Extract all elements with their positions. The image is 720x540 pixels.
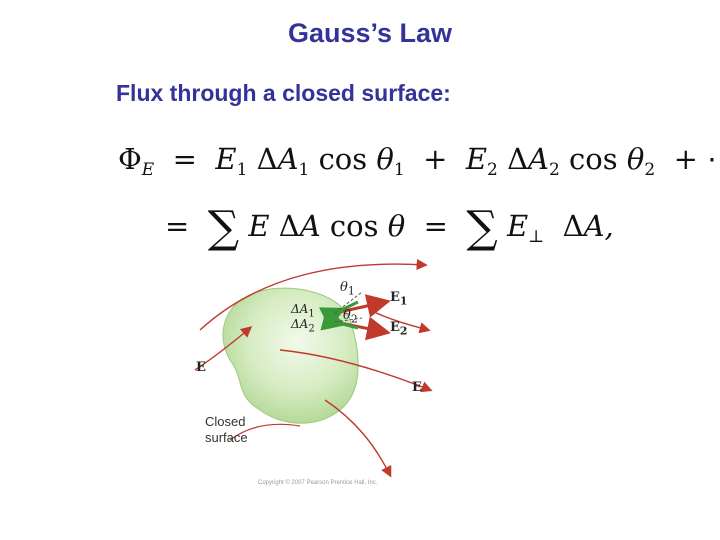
field-e1: E [215,142,237,176]
delta-3: Δ [278,209,300,243]
theta-2: θ [626,142,645,176]
equals-sign-3: = [423,209,448,243]
perp-sub: ⊥ [528,227,545,247]
figure-graphic [194,258,433,478]
field-e: E [248,209,270,243]
area-a1: A [277,142,299,176]
plus-2: + [673,142,698,176]
flux-subscript: E [141,160,155,180]
theta-2-sub: 2 [644,160,656,180]
field-line-bottom [324,399,392,478]
label-e2: E2 [390,320,408,338]
label-theta1: θ1 [340,280,355,298]
equals-sign: = [172,142,197,176]
theta: θ [387,209,406,243]
plus-1: + [423,142,448,176]
field-line-left [194,326,253,371]
field-e2-sub: 2 [487,160,498,180]
cos-1: cos [318,142,368,176]
summation-2: ∑ [466,202,498,253]
cos-3: cos [329,209,379,243]
area-a2: A [528,142,549,176]
label-delta-a1: ΔA1 [291,302,315,320]
area-a-final: A, [583,209,614,243]
delta-4: Δ [562,209,584,243]
field-line-lower [279,349,433,393]
slide-title: Gauss’s Law [287,18,453,48]
flux-equation-line-2: = ∑ E ΔA cos θ = ∑ E⊥ ΔA, [165,202,614,253]
delta-2: Δ [507,142,529,176]
ellipsis: ⋯ [707,142,720,176]
field-e-perp: E [507,209,529,243]
label-e-left: E [196,360,206,375]
label-closed: Closed [205,414,246,429]
theta-1-sub: 1 [393,160,405,180]
summation-1: ∑ [207,202,240,253]
field-line-top [199,258,428,331]
figure-credit: Copyright © 2007 Pearson Prentice Hall, … [258,480,378,486]
equals-sign-2: = [165,209,190,243]
gauss-surface-figure: θ1 θ2 E1 E2 ΔA1 ΔA2 E E Closed surface [190,250,440,490]
label-delta-a2: ΔA2 [291,317,315,335]
normal-dashed-2 [334,317,363,323]
cos-2: cos [569,142,618,176]
area-a: A [299,209,321,243]
area-a1-sub: 1 [298,160,310,180]
delta-1: Δ [256,142,278,176]
label-surface: surface [205,430,248,445]
field-line-small [229,423,301,441]
theta-1: θ [376,142,394,176]
area-vector-2 [320,307,359,331]
flux-symbol: Φ [118,142,142,176]
label-e1: E1 [390,290,408,308]
area-a2-sub: 2 [548,160,560,180]
field-e2: E [465,142,488,176]
field-e1-sub: 1 [236,160,248,180]
label-theta2: θ2 [343,308,358,326]
normal-dashed-1 [334,291,363,314]
label-e-right: E [412,380,422,395]
slide-subtitle: Flux through a closed surface: [116,80,451,106]
flux-equation-line-1: ΦE = E1 ΔA1 cos θ1 + E2 ΔA2 cos θ2 + ⋯ [118,142,720,180]
